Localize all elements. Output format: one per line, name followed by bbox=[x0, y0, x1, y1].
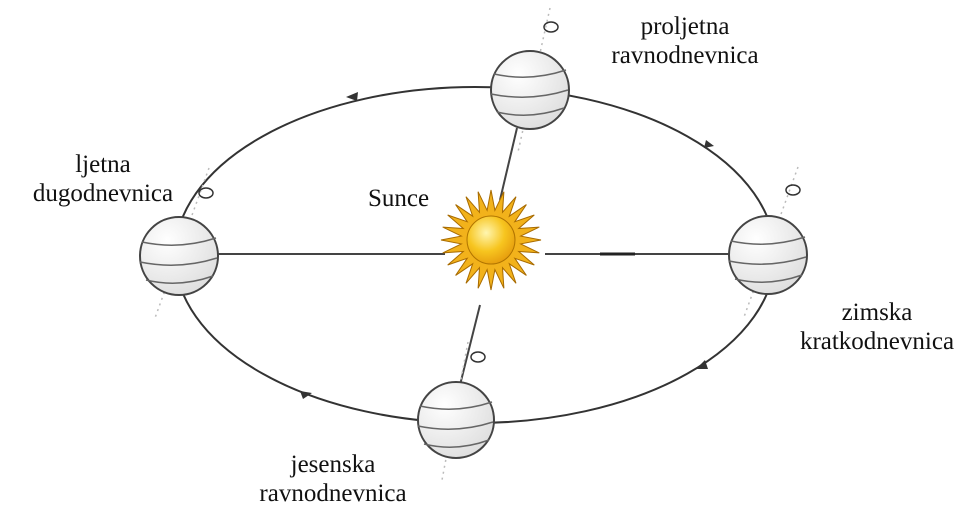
label-autumn-line1: jesenska bbox=[250, 450, 416, 479]
label-spring-line1: proljetna bbox=[600, 12, 770, 41]
label-winter-line1: zimska bbox=[794, 298, 960, 327]
label-spring-line2: ravnodnevnica bbox=[600, 41, 770, 70]
label-summer: ljetna dugodnevnica bbox=[18, 150, 188, 208]
label-summer-line1: ljetna bbox=[18, 150, 188, 179]
label-sun: Sunce bbox=[368, 184, 429, 213]
orbit-arrow bbox=[346, 92, 358, 101]
line-spring bbox=[500, 128, 517, 200]
label-spring: proljetna ravnodnevnica bbox=[600, 12, 770, 70]
label-autumn: jesenska ravnodnevnica bbox=[250, 450, 416, 508]
globe-winter-icon bbox=[729, 167, 807, 317]
globe-autumn-icon bbox=[418, 342, 494, 480]
label-summer-line2: dugodnevnica bbox=[18, 179, 188, 208]
sun-icon bbox=[441, 190, 541, 290]
globe-spring-icon bbox=[491, 8, 569, 152]
label-winter-line2: kratkodnevnica bbox=[794, 327, 960, 356]
line-autumn bbox=[460, 305, 480, 385]
label-autumn-line2: ravnodnevnica bbox=[250, 479, 416, 508]
orbit-arrow bbox=[704, 140, 714, 148]
label-winter: zimska kratkodnevnica bbox=[794, 298, 960, 356]
